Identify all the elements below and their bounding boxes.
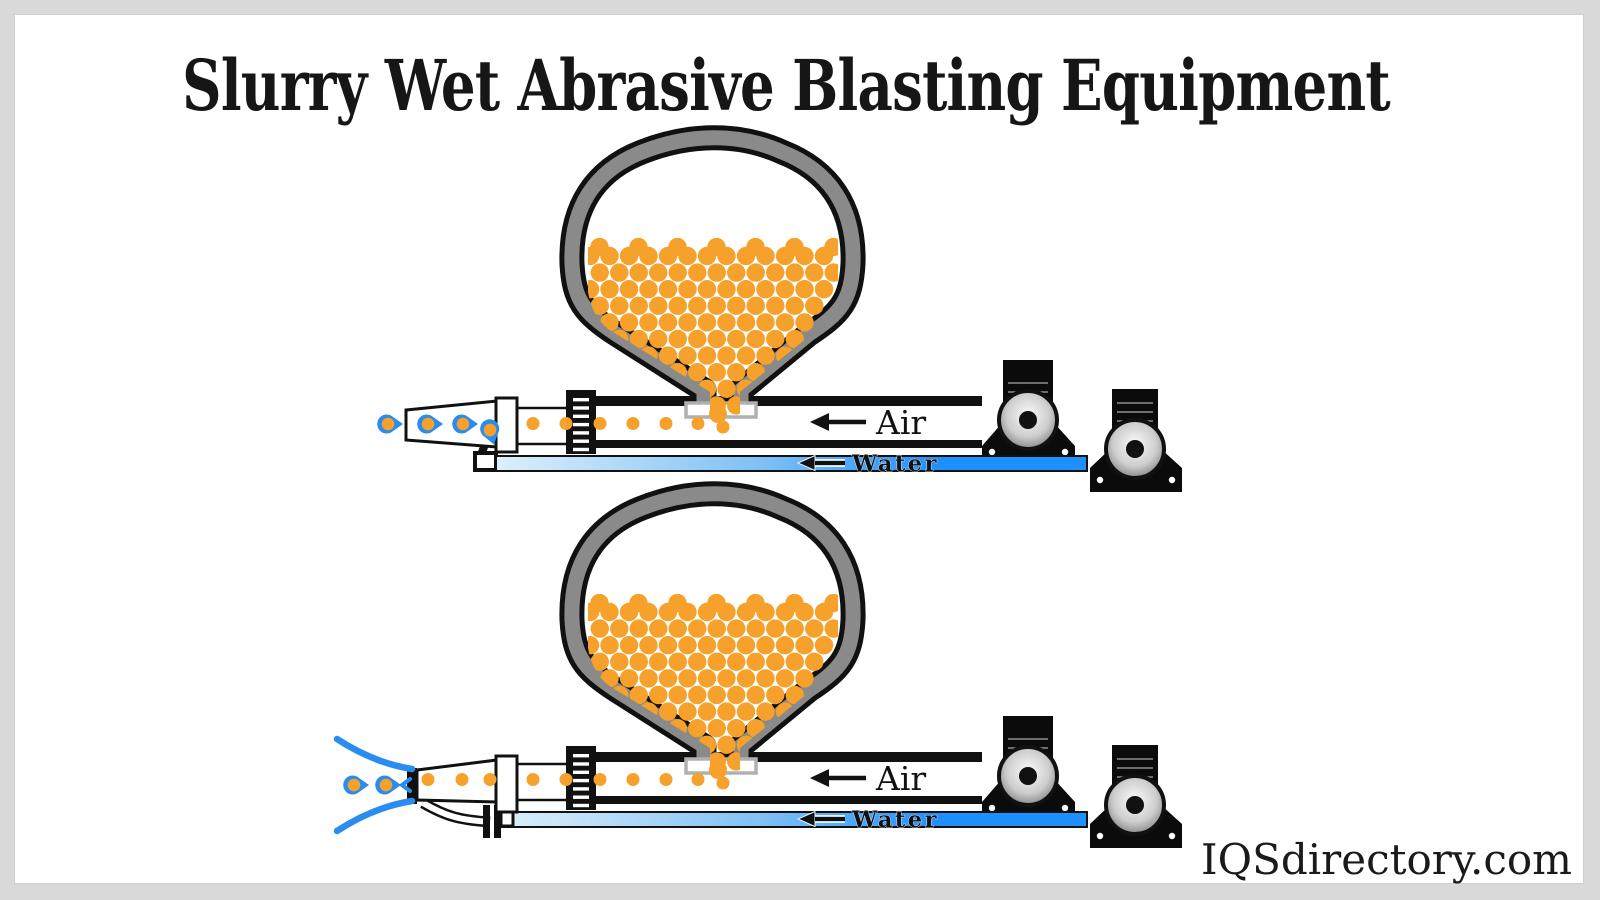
pipe-flange [483,805,490,838]
hose-coupler [566,746,596,810]
water-flow-label: Water [796,807,939,833]
watermark: IQSdirectory.com [1201,835,1572,884]
blast-spray-fan [333,735,416,835]
valve-stem [499,810,515,828]
abrasive-water-droplet [375,775,401,795]
air-flow-arrow [810,413,829,431]
water-label-text: Water [851,451,939,477]
air-flow-label: Air [810,403,926,442]
entrained-abrasive [421,773,705,786]
abrasive-hopper [559,125,866,408]
falling-abrasive [709,761,730,790]
air-pipe [570,752,982,804]
nozzle-tip [407,768,417,804]
hose-coupler [566,390,596,454]
abrasive-water-droplet [480,419,500,445]
abrasive-water-droplet [377,414,403,434]
pipe-flange [494,805,501,838]
air-compressor [982,716,1075,826]
water-line-cap [473,451,498,472]
water-valve [494,754,519,814]
page-title: Slurry Wet Abrasive Blasting Equipment [182,44,1390,127]
air-label-text: Air [875,759,926,798]
water-pipe [495,455,1088,472]
air-flow-label: Air [810,759,926,798]
abrasive-water-droplet [343,775,369,795]
water-pump [1090,389,1182,492]
water-flow-label: Water [796,451,939,477]
water-label-text: Water [851,807,939,833]
water-pump [1090,745,1182,848]
abrasive-hopper [559,481,866,764]
air-flow-arrow [810,769,829,787]
abrasive-water-droplet [452,414,478,434]
water-valve [494,396,519,454]
water-pipe [501,811,1088,828]
air-compressor [982,360,1075,470]
abrasive-water-droplet [417,414,443,434]
falling-abrasive [709,405,730,434]
air-label-text: Air [875,403,926,442]
entrained-abrasive [526,417,705,430]
